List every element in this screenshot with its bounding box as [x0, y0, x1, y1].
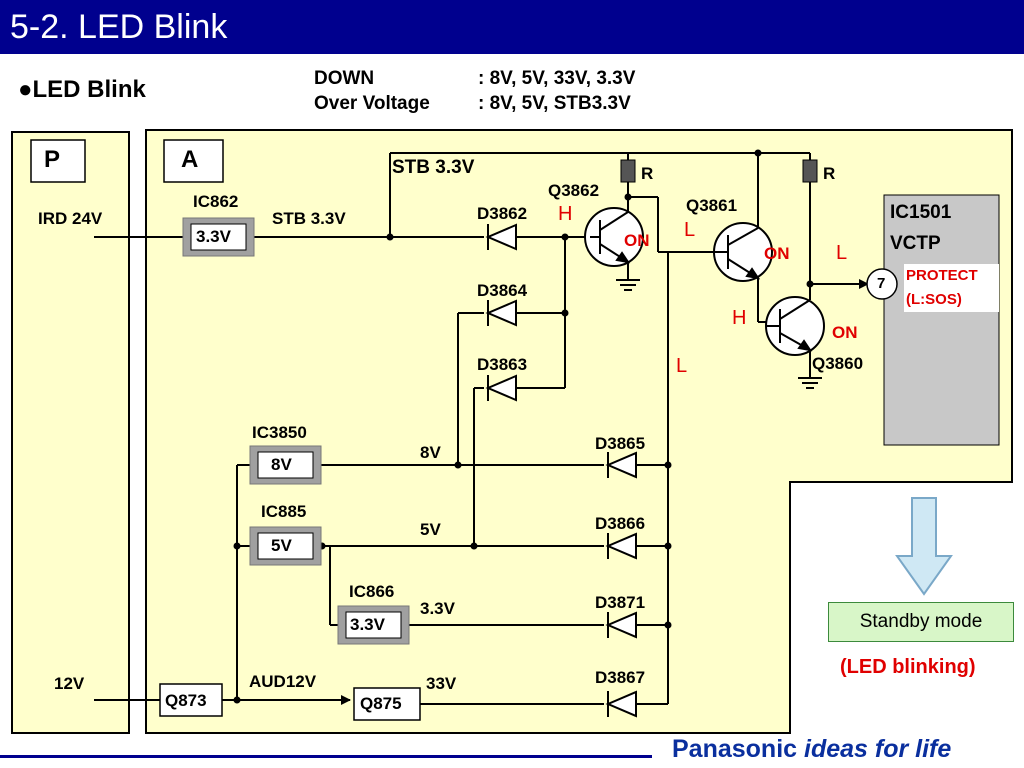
- board-p-box: [30, 139, 86, 183]
- bullet-heading: ●LED Blink: [18, 76, 146, 104]
- label-d3867: D3867: [595, 668, 646, 687]
- label-ic1501: IC1501: [890, 202, 952, 223]
- label-q873: Q873: [165, 691, 207, 710]
- label-vctp: VCTP: [890, 233, 941, 254]
- label-ird24v: IRD 24V: [38, 209, 103, 228]
- board-a-box: [163, 139, 224, 183]
- label-d3862: D3862: [477, 204, 528, 223]
- label-d3871: D3871: [595, 593, 646, 612]
- label-d3865: D3865: [595, 434, 646, 453]
- label-8v: 8V: [420, 443, 441, 462]
- standby-mode-box: Standby mode: [828, 602, 1014, 642]
- diode-d3864: [485, 299, 517, 327]
- label-protect: PROTECT: [906, 267, 978, 284]
- diode-d3866: [605, 532, 637, 560]
- label-q3861: Q3861: [686, 196, 738, 215]
- ic3850-box: [249, 445, 322, 485]
- label-q3862: Q3862: [548, 181, 600, 200]
- board-a-label: A: [181, 146, 199, 173]
- state-l-pin7: L: [836, 242, 848, 264]
- state-l-q3861: L: [684, 219, 696, 241]
- down-label: DOWN: [314, 68, 375, 89]
- label-pin7: 7: [877, 275, 886, 292]
- ic1501-body: [883, 194, 1000, 446]
- transistor-q3862: [584, 207, 644, 267]
- label-ic866: IC866: [349, 582, 395, 601]
- state-on-q3861: ON: [764, 244, 790, 263]
- brand-logo: Panasonic ideas for life: [672, 735, 951, 764]
- diode-d3867: [605, 690, 637, 718]
- diode-d3865: [605, 451, 637, 479]
- board-a: [145, 129, 1013, 734]
- label-stb33-left: STB 3.3V: [272, 209, 346, 228]
- label-stb33-top: STB 3.3V: [392, 157, 475, 178]
- diode-d3871: [605, 611, 637, 639]
- transistor-q3861: [713, 222, 773, 282]
- label-q3860: Q3860: [812, 354, 864, 373]
- board-p-label: P: [44, 146, 61, 173]
- label-ic862: IC862: [193, 192, 239, 211]
- down-value: : 8V, 5V, 33V, 3.3V: [478, 68, 636, 89]
- state-on-q3862: ON: [624, 231, 650, 250]
- label-aud12v: AUD12V: [249, 672, 317, 691]
- state-l-node: L: [676, 355, 688, 377]
- bullet-text: LED Blink: [32, 76, 146, 103]
- label-3v3: 3.3V: [420, 599, 455, 618]
- label-12v: 12V: [54, 674, 85, 693]
- board-p: [11, 131, 130, 734]
- slide-title: 5-2. LED Blink: [10, 8, 228, 46]
- label-lsos: (L:SOS): [906, 291, 962, 308]
- led-blinking-label: (LED blinking): [840, 656, 976, 678]
- diode-d3863: [485, 374, 517, 402]
- q873-box: [159, 683, 223, 717]
- state-h-q3860: H: [732, 307, 747, 329]
- protect-label-bg: [904, 264, 999, 312]
- down-arrow-icon: [895, 497, 953, 596]
- label-33v: 33V: [426, 674, 457, 693]
- label-d3863: D3863: [477, 355, 528, 374]
- label-q875: Q875: [360, 694, 402, 713]
- ic862-box: [182, 217, 255, 257]
- label-ic3850: IC3850: [252, 423, 307, 442]
- bullet-dot: ●: [18, 76, 33, 103]
- label-d3866: D3866: [595, 514, 646, 533]
- title-bar: 5-2. LED Blink: [0, 0, 1024, 54]
- overvoltage-label: Over Voltage: [314, 93, 430, 114]
- diode-d3862: [485, 223, 517, 251]
- label-5v: 5V: [420, 520, 441, 539]
- resistor-r2: [802, 159, 818, 183]
- ic866-box: [337, 605, 410, 645]
- label-r1: R: [641, 164, 654, 183]
- label-ic862-voltage: 3.3V: [196, 227, 231, 246]
- ic885-box: [249, 526, 322, 566]
- header-notes: DOWN : 8V, 5V, 33V, 3.3V Over Voltage : 8V…: [314, 66, 635, 116]
- label-r2: R: [823, 164, 836, 183]
- transistor-q3860: [765, 296, 825, 356]
- q875-box: [353, 687, 421, 721]
- state-on-q3860: ON: [832, 323, 858, 342]
- footer-line: [0, 755, 652, 758]
- pin7-circle: [866, 268, 898, 300]
- resistor-r1: [620, 159, 636, 183]
- label-ic3850-voltage: 8V: [271, 455, 292, 474]
- label-ic866-voltage: 3.3V: [350, 615, 385, 634]
- state-h-q3862: H: [558, 203, 573, 225]
- brand-name: Panasonic: [672, 735, 798, 763]
- label-ic885-voltage: 5V: [271, 536, 292, 555]
- overvoltage-value: : 8V, 5V, STB3.3V: [478, 93, 631, 114]
- label-ic885: IC885: [261, 502, 307, 521]
- label-d3864: D3864: [477, 281, 528, 300]
- brand-slogan: ideas for life: [804, 735, 952, 763]
